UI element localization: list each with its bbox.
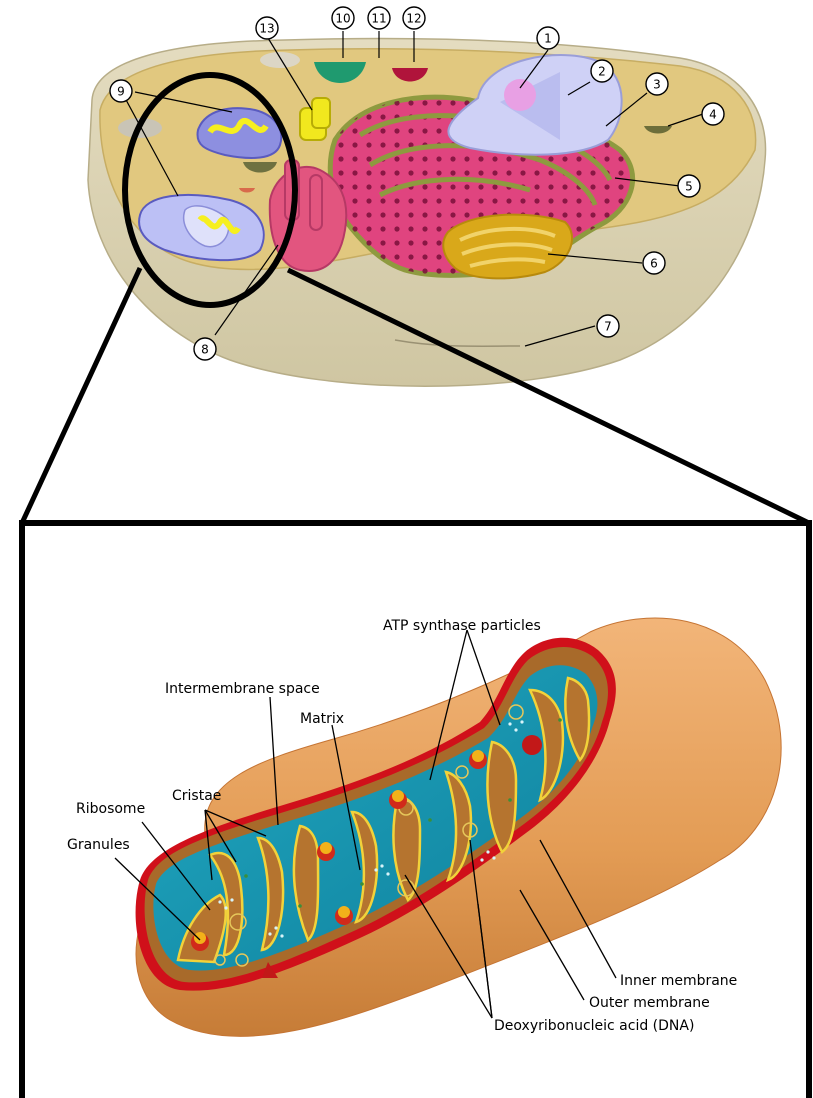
cell-mitochondrion-1 — [197, 108, 281, 158]
callout-4: 4 — [702, 103, 724, 125]
label-cristae: Cristae — [172, 788, 221, 804]
callout-3: 3 — [646, 73, 668, 95]
label-ribosome: Ribosome — [76, 801, 145, 817]
callout-2: 2 — [591, 60, 613, 82]
callout-number: 5 — [685, 180, 693, 194]
callout-number: 3 — [653, 78, 661, 92]
callout-number: 4 — [709, 108, 717, 122]
callout-number: 12 — [406, 12, 421, 26]
callout-12: 12 — [403, 7, 425, 29]
callout-8: 8 — [194, 338, 216, 360]
callout-number: 7 — [604, 320, 612, 334]
callout-11: 11 — [368, 7, 390, 29]
label-dna: Deoxyribonucleic acid (DNA) — [494, 1018, 694, 1034]
zoom-line-left — [22, 268, 140, 523]
callout-number: 2 — [598, 65, 606, 79]
callout-number: 6 — [650, 257, 658, 271]
label-atp-synthase: ATP synthase particles — [383, 618, 541, 634]
label-outer-membrane: Outer membrane — [589, 995, 710, 1011]
callout-6: 6 — [643, 252, 665, 274]
label-intermembrane-space: Intermembrane space — [165, 681, 320, 697]
callout-13: 13 — [256, 17, 278, 39]
callout-10: 10 — [332, 7, 354, 29]
callout-number: 1 — [544, 32, 552, 46]
label-matrix: Matrix — [300, 711, 344, 727]
callout-number: 11 — [371, 12, 386, 26]
callout-number: 9 — [117, 85, 125, 99]
callout-5: 5 — [678, 175, 700, 197]
callout-9: 9 — [110, 80, 132, 102]
callout-1: 1 — [537, 27, 559, 49]
golgi-apparatus — [443, 215, 572, 279]
callout-7: 7 — [597, 315, 619, 337]
callout-number: 8 — [201, 343, 209, 357]
callout-number: 13 — [259, 22, 274, 36]
callout-number: 10 — [335, 12, 350, 26]
label-inner-membrane: Inner membrane — [620, 973, 737, 989]
nucleolus — [504, 79, 536, 111]
label-granules: Granules — [67, 837, 130, 853]
